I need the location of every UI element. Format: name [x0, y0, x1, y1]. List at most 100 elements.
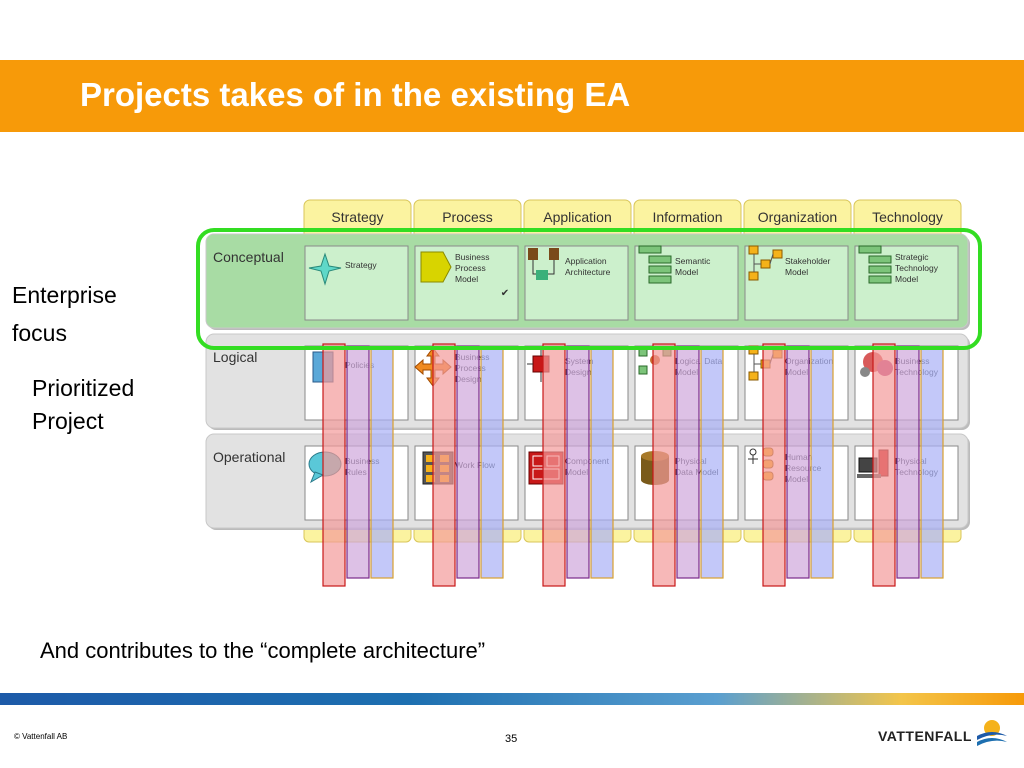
cell-text-2-2-0: Component: [565, 456, 610, 466]
cell-text-1-4-1: Model: [785, 367, 808, 377]
column-header-information: Information: [652, 209, 722, 225]
column-foot-3: [633, 525, 742, 543]
cell-text-1-3-1: Model: [675, 367, 698, 377]
cell-text-0-2-0: Application: [565, 256, 607, 266]
project-strip-purple-1: [456, 345, 480, 579]
cell-text-2-1-0: Work Flow: [455, 460, 496, 470]
row-band-operational: [205, 433, 969, 529]
column-header-organization: Organization: [758, 209, 837, 225]
cell-text-1-2-1: Design: [565, 367, 592, 377]
stacked-boxes-icon: [858, 245, 892, 284]
checkmark-icon: ✔: [501, 288, 509, 299]
cell-text-2-5-0: Physical: [895, 456, 927, 466]
project-strip-blue-5: [920, 347, 944, 579]
cell-2-0: [304, 445, 409, 521]
cell-text-0-1-0: Business: [455, 252, 490, 262]
cell-2-5: [854, 445, 959, 521]
project-strip-blue-2: [590, 347, 614, 579]
system-block-icon: [527, 348, 550, 382]
cell-text-2-4-0: Human: [785, 452, 813, 462]
data-structure-icon: [638, 347, 672, 375]
document-icon: [312, 351, 334, 383]
enterprise-focus-highlight: [196, 228, 982, 350]
cell-0-1: [414, 245, 519, 321]
vattenfall-logo-icon: [977, 720, 1007, 746]
row-label-logical: Logical: [213, 349, 257, 365]
cell-text-0-1-2: Model: [455, 274, 478, 284]
enterprise-focus-line-1: Enterprise: [12, 282, 117, 308]
project-strip-purple-5: [896, 345, 920, 579]
project-strip-purple-0: [346, 345, 370, 579]
cell-text-1-2-0: System: [565, 356, 593, 366]
cell-1-1: [414, 345, 519, 421]
project-strip-red-4: [762, 343, 786, 587]
cell-text-1-1-0: Business: [455, 352, 490, 362]
project-strip-purple-2: [566, 345, 590, 579]
project-strip-red-1: [432, 343, 456, 587]
cell-text-0-5-2: Model: [895, 274, 918, 284]
project-strip-blue-4: [810, 347, 834, 579]
footer-gradient-bar: [0, 693, 1024, 705]
project-strip-red-2: [542, 343, 566, 587]
page-number: 35: [505, 733, 518, 745]
column-tab-application: [523, 199, 632, 241]
cell-0-4: [744, 245, 849, 321]
cell-0-3: [634, 245, 739, 321]
project-strip-purple-4: [786, 345, 810, 579]
cell-1-2: [524, 345, 629, 421]
cell-text-2-5-1: Technology: [895, 467, 939, 477]
prioritized-line-2: Project: [32, 408, 104, 434]
cell-text-0-5-1: Technology: [895, 263, 939, 273]
cell-text-2-3-1: Data Model: [675, 467, 719, 477]
project-strip-blue-3: [700, 347, 724, 579]
column-tab-organization: [743, 199, 852, 241]
row-band-conceptual: [205, 233, 969, 329]
cell-text-0-0-0: Strategy: [345, 260, 377, 270]
cell-text-0-3-1: Model: [675, 267, 698, 277]
cell-0-0: [304, 245, 409, 321]
column-header-technology: Technology: [872, 209, 943, 225]
cell-text-2-2-1: Model: [565, 467, 588, 477]
cell-text-2-4-2: Model: [785, 474, 808, 484]
row-band-shadow-conceptual: [208, 236, 970, 330]
cell-text-0-2-1: Architecture: [565, 267, 611, 277]
cell-text-0-3-0: Semantic: [675, 256, 711, 266]
prioritized-line-1: Prioritized: [32, 375, 135, 401]
cell-text-2-4-1: Resource: [785, 463, 822, 473]
cell-2-4: [744, 445, 849, 521]
column-tab-technology: [853, 199, 962, 241]
column-foot-2: [523, 525, 632, 543]
cell-text-0-4-1: Model: [785, 267, 808, 277]
column-header-application: Application: [543, 209, 612, 225]
workflow-grid-icon: [422, 451, 454, 485]
gears-icon: [860, 352, 893, 377]
cell-2-1: [414, 445, 519, 521]
column-tab-information: [633, 199, 742, 241]
cell-text-1-1-2: Design: [455, 374, 482, 384]
cross-arrows-icon: [414, 347, 452, 387]
cell-1-0: [304, 345, 409, 421]
org-boxes-icon: [748, 345, 783, 381]
project-strip-blue-1: [480, 347, 504, 579]
speech-bubble-icon: [308, 451, 342, 484]
column-tab-process: [413, 199, 522, 241]
project-strip-red-0: [322, 343, 346, 587]
person-network-icon: [748, 447, 774, 481]
cell-text-1-0-0: Policies: [345, 360, 374, 370]
column-foot-5: [853, 525, 962, 543]
cell-1-3: [634, 345, 739, 421]
row-band-shadow-operational: [208, 436, 970, 530]
cell-0-5: [854, 245, 959, 321]
title-banner: [0, 60, 1024, 132]
row-label-operational: Operational: [213, 449, 285, 465]
cell-text-1-4-0: Organization: [785, 356, 833, 366]
column-foot-0: [303, 525, 412, 543]
cell-text-1-5-1: Technology: [895, 367, 939, 377]
column-header-strategy: Strategy: [331, 209, 383, 225]
project-strip-blue-0: [370, 347, 394, 579]
row-band-logical: [205, 333, 969, 429]
column-tab-strategy: [303, 199, 412, 241]
prioritized-project-label: Prioritized Project: [32, 372, 134, 438]
org-chart-icon: [748, 245, 783, 281]
vattenfall-logo-text: VATTENFALL: [878, 728, 972, 744]
